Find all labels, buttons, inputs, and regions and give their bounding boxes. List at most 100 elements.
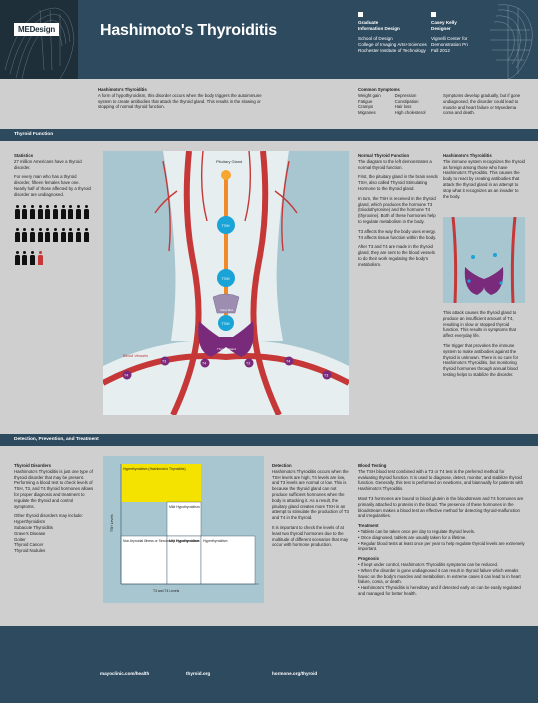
female-figure-icon [37, 205, 43, 219]
footer: mayoclinic.com/health thyroid.org hormon… [0, 626, 538, 703]
chart-mild-hypo-bottom-label: Mild Hypothyroidism [169, 539, 200, 543]
t4-marker: T4 [202, 362, 206, 366]
disorder-item: Hyperthyroidism [14, 519, 46, 525]
designer-line-2: Demonstration Project [431, 42, 477, 47]
normal-function-block: Normal Thyroid Function The diagram to t… [358, 153, 438, 272]
intro-body: A form of hypothyroidism, this disorder … [98, 92, 262, 110]
female-figure-icon [45, 205, 51, 219]
chart-xlabel: T3 and T4 Levels [153, 589, 179, 593]
intro-text: Hashimoto's Thyroiditis A form of hypoth… [98, 87, 268, 110]
square-icon [358, 12, 363, 17]
symptom-item: Migranes [358, 110, 376, 116]
symptoms-col-1: Weight gain Fatigue Cramps Migranes [358, 93, 381, 116]
female-figure-icon [60, 205, 66, 219]
diagnosis-chart: Hyperthyroidism (Hashimoto's Thyroiditis… [103, 456, 264, 603]
footer-link-mayoclinic[interactable]: mayoclinic.com/health [100, 671, 150, 676]
program-line-2: College of Imaging Arts+Sciences [358, 42, 427, 47]
symptoms-block: Common Symptoms Weight gain Fatigue Cram… [358, 87, 458, 116]
female-figure-icon [14, 205, 20, 219]
pituitary-label: Pituitary Gland [216, 159, 242, 164]
male-figure-icon [37, 251, 43, 265]
female-figure-icon [22, 251, 28, 265]
chart-ylabel: TSH Levels [110, 514, 114, 532]
symptom-item: High cholesterol [394, 110, 426, 116]
hashimoto-more: This attack causes the thyroid gland to … [443, 310, 525, 382]
symptom-item: Fatigue [358, 98, 373, 104]
face-wireframe-illustration [468, 0, 538, 79]
prognosis-item: • When the disorder is gone undiagnosed … [358, 567, 521, 585]
female-figure-icon [68, 228, 74, 242]
voicebox-label: Voice Box [220, 308, 234, 312]
thyroid-label: Thyroid Gland [217, 347, 236, 351]
vessels-label: Blood Vessels [123, 353, 148, 358]
female-figure-icon [60, 228, 66, 242]
symptom-item: Constipation [394, 98, 419, 104]
female-figure-icon [29, 228, 35, 242]
symptom-item: Depression [394, 92, 417, 98]
header-program-col: Graduate Information Design School of De… [358, 12, 427, 54]
female-figure-icon [83, 205, 89, 219]
footer-link-thyroid[interactable]: thyroid.org [186, 671, 211, 676]
tsh-label-3: TSH [222, 321, 230, 326]
program-heading-2: Information Design [358, 26, 400, 31]
t3-marker: T3 [162, 360, 166, 364]
female-figure-icon [37, 228, 43, 242]
chart-hyperthyroidism-label: Hyperthyroidism [203, 539, 228, 543]
designer-line-1: Vignelli Center for Design Studies [431, 36, 500, 41]
blood-testing-block: Blood Testing The TSH blood test combine… [358, 463, 525, 597]
disorder-item: Thyroid Cancer [14, 542, 44, 548]
prognosis-item: • If kept under control, Hashimoto's Thy… [358, 561, 499, 567]
detection-p2: It is important to check the levels of a… [272, 524, 349, 548]
female-figure-icon [45, 228, 51, 242]
hashimoto-p3: The trigger that provokes the immune sys… [443, 342, 519, 377]
normal-function-p3: In turn, the TSH is received in the thyr… [358, 195, 436, 224]
program-line-3: Rochester Institute of Technology [358, 48, 426, 53]
normal-function-heading: Normal Thyroid Function [358, 153, 410, 158]
chart-hyper-label: Hyperthyroidism (Hashimoto's Thyroiditis… [123, 467, 186, 471]
head-illustration: MEDesign [0, 0, 78, 79]
female-figure-icon [52, 228, 58, 242]
hashimoto-p2: This attack causes the thyroid gland to … [443, 310, 517, 339]
statistics-heading: Statistics [14, 153, 34, 158]
female-figure-icon [14, 228, 20, 242]
people-pictogram [14, 205, 94, 274]
detection-block: Detection Hashimoto's Thyroiditis occurs… [272, 463, 352, 552]
female-figure-icon [14, 251, 20, 265]
page-title: Hashimoto's Thyroiditis [100, 22, 278, 39]
intro-heading: Hashimoto's Thyroiditis [98, 87, 147, 92]
hashimoto-block: Hashimoto's Thyroiditis The immune syste… [443, 153, 525, 203]
disorders-block: Thyroid Disorders Hashimoto's Thyroiditi… [14, 463, 94, 554]
thyroid-diagram: Pituitary Gland TSH TSH Voice Box TSH Th… [101, 150, 351, 417]
blood-testing-p1: The TSH blood test combined with a T3 or… [358, 468, 523, 492]
program-line-1: School of Design [358, 36, 393, 41]
disorders-p1: Hashimoto's Thyroiditis is just one type… [14, 468, 94, 509]
section-bar-detection: Detection, Prevention, and Treatment [0, 434, 538, 446]
chart-mild-hypo-top-label: Mild Hypothyroidism [169, 505, 200, 509]
symptom-item: Cramps [358, 104, 374, 110]
t4-marker: T4 [124, 374, 128, 378]
female-figure-icon [52, 205, 58, 219]
symptoms-col-2: Depression Constipation Hair loss High c… [395, 93, 426, 116]
symptom-item: Weight gain [358, 92, 381, 98]
t3-marker: T3 [246, 362, 250, 366]
statistics-block: Statistics 27 million Americans have a t… [14, 153, 92, 202]
female-figure-icon [83, 228, 89, 242]
chart-nonthyroid-label: Non-thyroidal Illness or Secondary Hypot… [123, 539, 199, 543]
footer-link-hormone[interactable]: hormone.org/thyroid [272, 671, 318, 676]
blood-testing-heading: Blood Testing [358, 463, 387, 468]
female-figure-icon [76, 228, 82, 242]
header: MEDesign Hashimoto's Thyroiditis Graduat… [0, 0, 538, 79]
female-figure-icon [22, 205, 28, 219]
tsh-label-2: TSH [222, 276, 230, 281]
section-detection [0, 446, 538, 626]
detection-p1: Hashimoto's Thyroiditis occurs when the … [272, 468, 349, 521]
intro-band: Hashimoto's Thyroiditis A form of hypoth… [0, 79, 538, 129]
disorder-item: Subacute Thyroiditis [14, 524, 53, 530]
treatment-item: • Once diagnosed, tablets are usually ta… [358, 534, 467, 540]
treatment-item: • Regular blood tests at least once per … [358, 540, 525, 552]
symptom-item: Hair loss [394, 104, 412, 110]
header-designer-col: Casey Kelly Designer Vignelli Center for… [431, 12, 500, 54]
designer-role: Designer [431, 26, 451, 31]
hashimoto-diagram [443, 216, 525, 304]
